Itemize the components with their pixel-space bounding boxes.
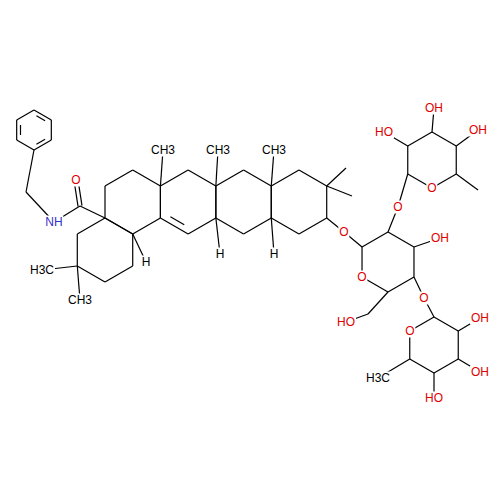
atom-label: H3C	[365, 372, 391, 385]
ring-bond	[271, 170, 299, 186]
ring-bond	[434, 359, 458, 373]
ring-bond	[17, 140, 34, 150]
ring-bond	[188, 218, 216, 234]
atom-label: CH3	[205, 144, 231, 157]
ring-bond	[77, 266, 105, 282]
ring-bond	[408, 132, 432, 146]
ring-bond	[216, 170, 244, 186]
ring-bond	[188, 170, 216, 186]
ring-bond	[271, 186, 272, 218]
ring-bond	[160, 186, 161, 218]
ring-bond	[216, 218, 244, 234]
atom-label: CH3	[261, 144, 287, 157]
ring-bond	[105, 266, 133, 282]
ring-bond	[160, 170, 188, 186]
ring-bond	[105, 218, 133, 234]
ring-bond	[326, 186, 327, 218]
atom-label: O	[70, 174, 81, 187]
bond-line	[368, 292, 388, 314]
ring-bond	[432, 132, 456, 146]
atom-label: OH	[470, 312, 490, 325]
atom-label: O	[338, 226, 349, 239]
ring-bond	[16, 120, 17, 140]
methyl-bond	[456, 174, 478, 190]
ring-bond	[388, 232, 414, 247]
atom-label: CH3	[150, 144, 176, 157]
double-bond	[36, 116, 45, 121]
ring-bond	[388, 277, 414, 292]
double-bond	[170, 217, 184, 225]
atom-label: H	[269, 248, 280, 261]
atom-label: O	[404, 325, 415, 338]
ring-bond	[105, 170, 133, 186]
ring-bond	[77, 218, 105, 234]
atom-label: O	[426, 182, 437, 195]
atom-label: H3C	[29, 264, 55, 277]
ring-bond	[160, 218, 188, 234]
atom-label: OH	[430, 232, 450, 245]
ring-bond	[458, 331, 459, 359]
atom-label: NH	[44, 216, 63, 229]
ring-bond	[271, 218, 299, 234]
ring-bond	[362, 232, 388, 247]
ring-bond	[104, 186, 105, 218]
ring-bond	[132, 234, 133, 266]
atom-label: CH3	[67, 294, 93, 307]
bond-line	[80, 206, 105, 218]
ring-bond	[413, 247, 414, 277]
atom-label: O	[418, 292, 429, 305]
methyl-bond	[327, 168, 346, 186]
atom-label: OH	[470, 366, 490, 379]
ring-bond	[34, 140, 51, 150]
ring-bond	[77, 234, 78, 266]
bond-line	[26, 150, 34, 192]
ring-bond	[271, 186, 272, 218]
methyl-bond	[327, 186, 352, 196]
ring-bond	[434, 317, 458, 331]
ring-bond	[215, 186, 216, 218]
atom-label: OH	[468, 124, 488, 137]
atom-label: OH	[424, 102, 444, 115]
ring-bond	[244, 218, 272, 234]
atom-label: HO	[336, 316, 356, 329]
ring-bond	[133, 218, 161, 234]
ring-bond	[244, 170, 272, 186]
ring-bond	[410, 359, 434, 373]
ring-bond	[299, 170, 327, 186]
atom-label: HO	[424, 392, 444, 405]
double-bond	[20, 125, 21, 135]
atom-label: H	[215, 248, 226, 261]
ring-bond	[105, 218, 133, 234]
ring-bond	[34, 110, 51, 120]
ring-bond	[407, 146, 408, 174]
double-bond	[36, 139, 45, 144]
atom-label: O	[356, 271, 367, 284]
ring-bond	[133, 170, 161, 186]
atom-label: H	[141, 256, 152, 269]
ring-bond	[160, 186, 161, 218]
ring-bond	[17, 110, 34, 120]
ring-bond	[215, 186, 216, 218]
ring-bond	[299, 218, 327, 234]
atom-label: HO	[374, 126, 394, 139]
ring-bond	[51, 120, 52, 140]
atom-label: O	[392, 201, 403, 214]
ring-bond	[456, 146, 457, 174]
